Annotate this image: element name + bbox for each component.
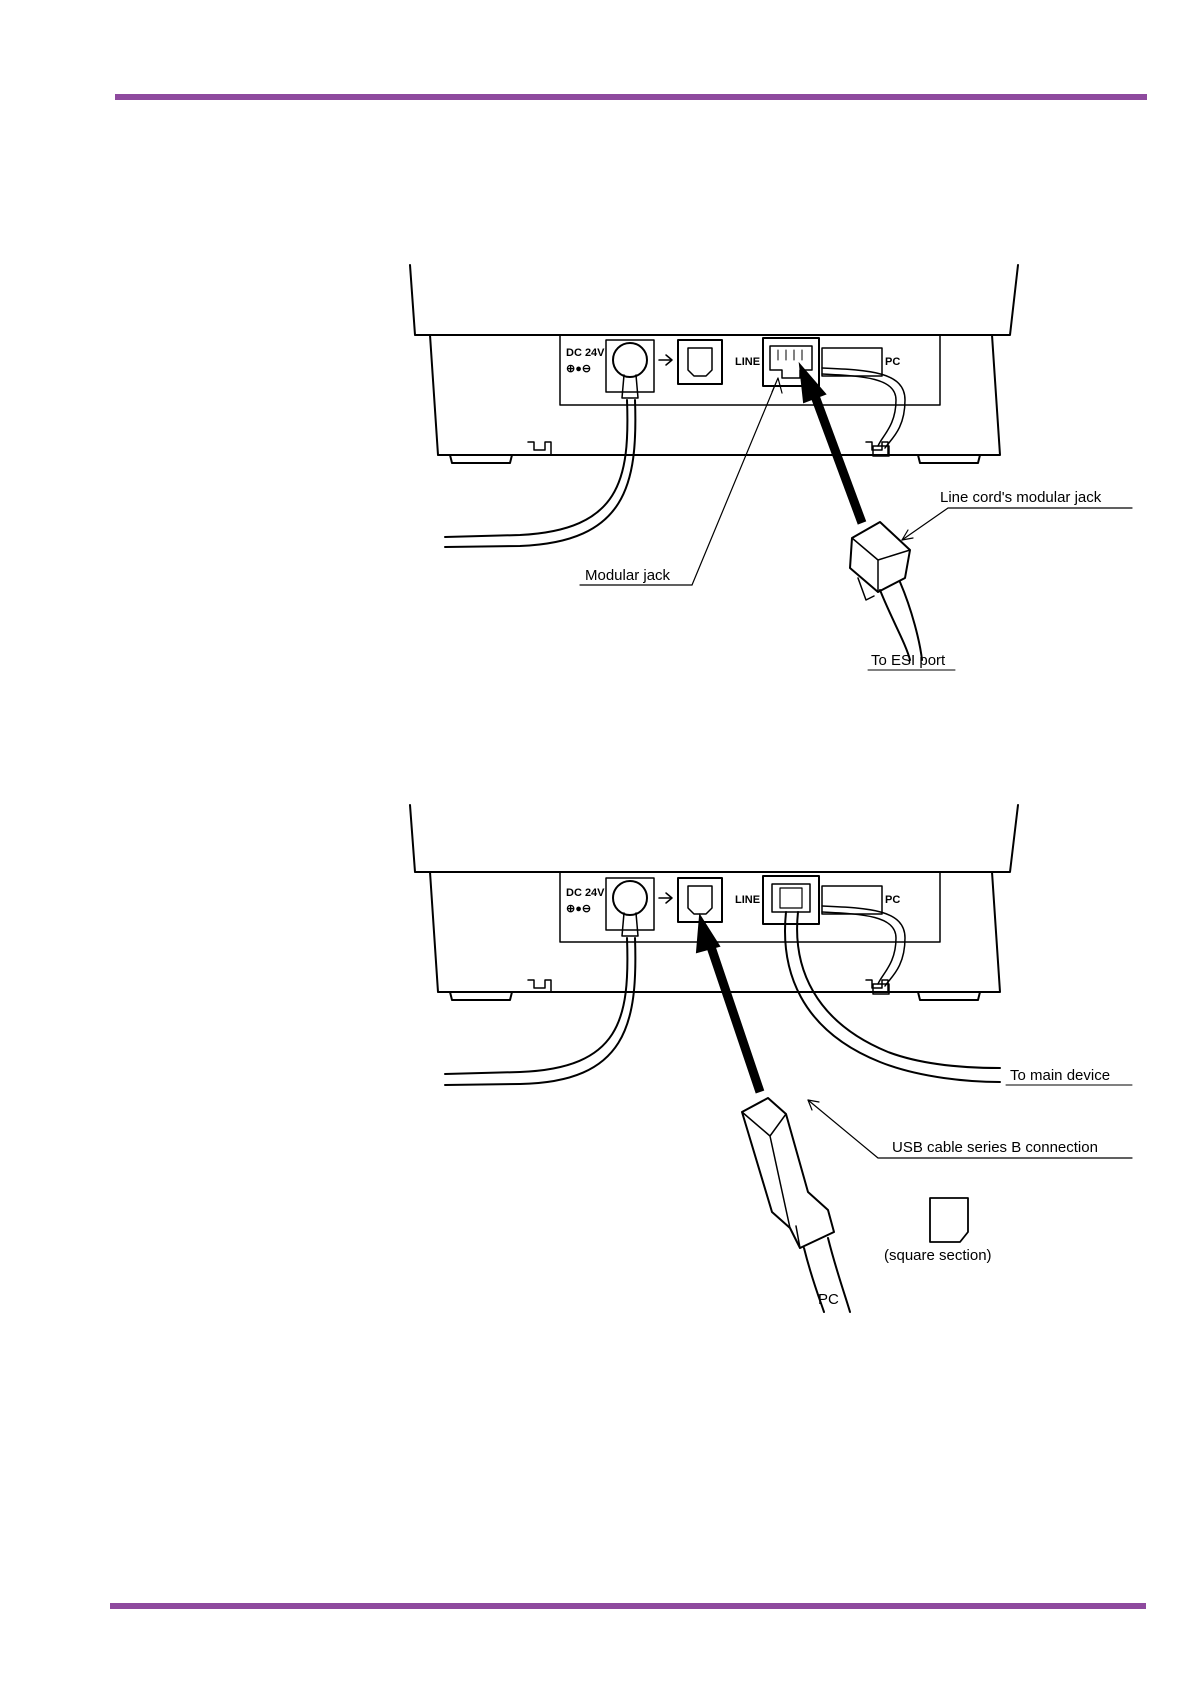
header-rule <box>115 94 1147 100</box>
dc-24v-label: DC 24V <box>566 887 605 899</box>
phone-housing <box>410 265 1018 335</box>
figure-line-connection: DC 24V ⊕●⊖ LINE PC Modular jack Line cor… <box>0 260 1190 680</box>
usb-b-plug <box>742 1098 850 1312</box>
polarity-symbols: ⊕●⊖ <box>566 363 591 375</box>
pc-port-label: PC <box>885 356 900 368</box>
pc-port-label: PC <box>885 894 900 906</box>
dc-power-cord <box>445 938 627 1074</box>
base-panel <box>430 872 1000 992</box>
to-main-device-label: To main device <box>1010 1067 1110 1084</box>
dc-power-cord <box>445 400 627 537</box>
pc-label: PC <box>818 1291 839 1308</box>
footer-rule <box>110 1603 1146 1609</box>
dc-24v-label: DC 24V <box>566 347 605 359</box>
polarity-symbols: ⊕●⊖ <box>566 903 591 915</box>
square-section-icon <box>930 1198 968 1242</box>
to-esi-port-label: To ESI port <box>871 652 946 669</box>
figure-usb-connection: DC 24V ⊕●⊖ LINE PC To main device USB ca… <box>0 800 1190 1320</box>
line-cord-jack-label: Line cord's modular jack <box>940 489 1102 506</box>
insert-arrow <box>800 365 862 523</box>
line-port-label: LINE <box>735 356 760 368</box>
phone-housing <box>410 805 1018 872</box>
modular-jack-label: Modular jack <box>585 567 671 584</box>
square-section-label: (square section) <box>884 1247 992 1264</box>
line-port-label: LINE <box>735 894 760 906</box>
base-panel <box>430 335 1000 455</box>
usb-b-connection-label: USB cable series B connection <box>892 1139 1098 1156</box>
